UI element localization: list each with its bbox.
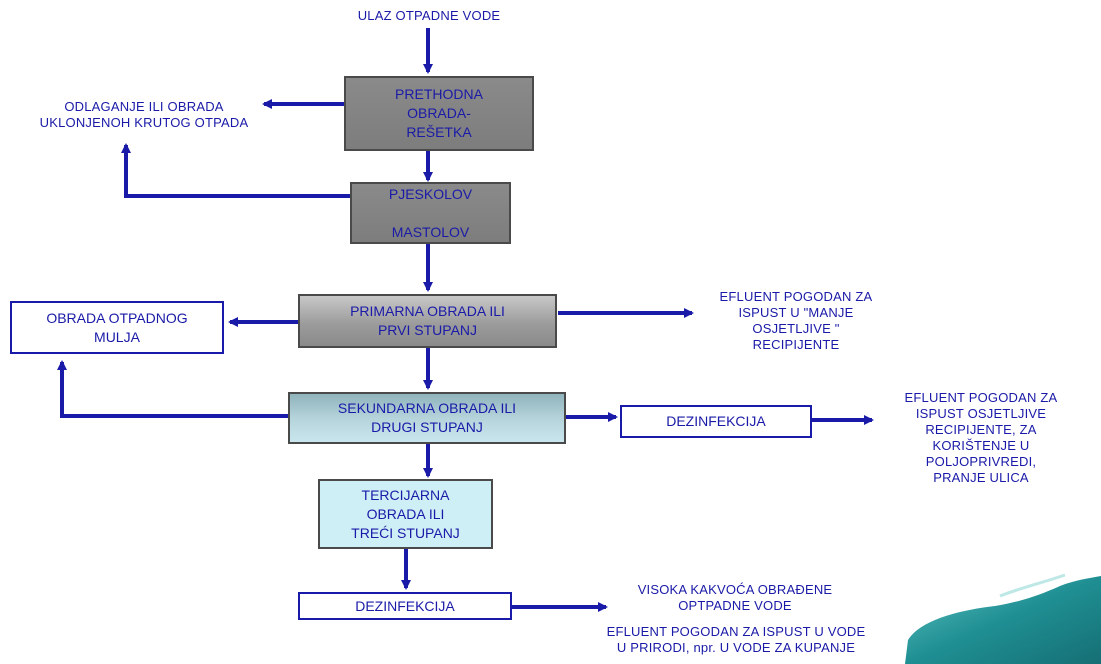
- decorative-highlight: [999, 573, 1066, 598]
- input-label: ULAZ OTPADNE VODE: [357, 8, 501, 23]
- secondary-box: SEKUNDARNA OBRADA ILI DRUGI STUPANJ: [288, 392, 566, 444]
- screenings-label: ODLAGANJE ILI OBRADA UKLONJENOH KRUTOG O…: [39, 99, 249, 130]
- pretreatment-box: PRETHODNA OBRADA- REŠETKA: [344, 76, 534, 151]
- quality-label: VISOKA KAKVOĆA OBRAĐENE OPTPADNE VODE: [637, 582, 833, 613]
- effluent-secondary-label: EFLUENT POGODAN ZA ISPUST OSJETLJIVE REC…: [904, 390, 1058, 485]
- grit-box: PJESKOLOV MASTOLOV: [350, 182, 511, 244]
- disinfection-box-1: DEZINFEKCIJA: [620, 405, 812, 438]
- tertiary-box: TERCIJARNA OBRADA ILI TREĆI STUPANJ: [318, 479, 493, 549]
- effluent-tertiary-label: EFLUENT POGODAN ZA ISPUST U VODE U PRIRO…: [606, 624, 866, 655]
- decorative-wave: [905, 576, 1101, 664]
- effluent-primary-label: EFLUENT POGODAN ZA ISPUST U "MANJE OSJET…: [719, 289, 873, 352]
- disinfection-box-2: DEZINFEKCIJA: [298, 592, 512, 620]
- arrow-secondary-sludge: [57, 360, 290, 418]
- primary-box: PRIMARNA OBRADA ILI PRVI STUPANJ: [298, 294, 557, 348]
- arrow-grit-screenings: [121, 143, 350, 198]
- sludge-box: OBRADA OTPADNOG MULJA: [10, 301, 224, 354]
